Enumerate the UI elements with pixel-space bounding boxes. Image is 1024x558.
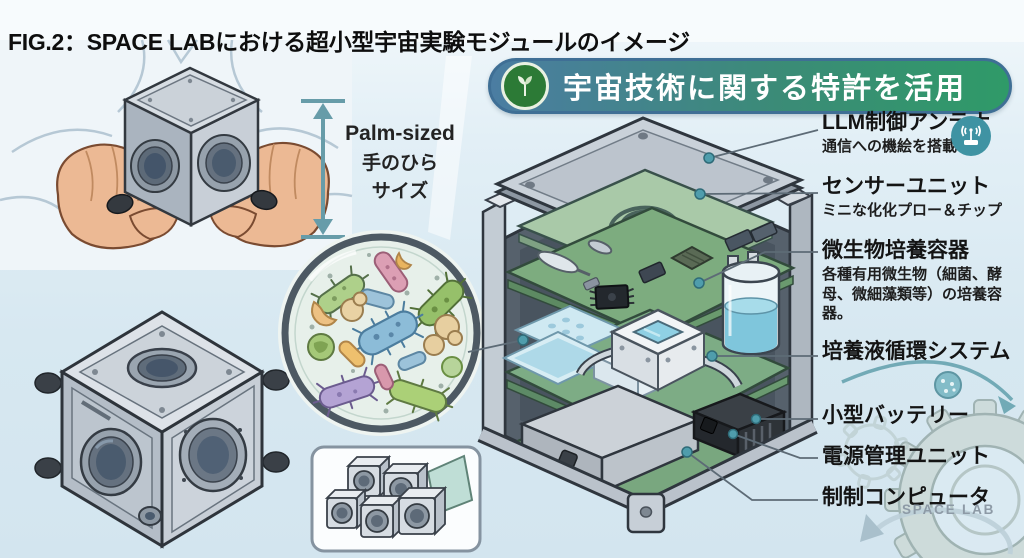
liquid-tank — [721, 251, 781, 356]
callout-subtitle: 各種有用微生物（細菌、酵母、微細藻類等）の培養容器。 — [822, 266, 1003, 323]
module-cutaway — [477, 116, 818, 534]
gear-icon — [835, 399, 1024, 558]
held-cube-module — [106, 66, 278, 228]
callout-circulation-system: 培養液循環システム — [822, 340, 1022, 363]
size-annotation-ja2: サイズ — [371, 181, 429, 202]
microbe-molecule-icon — [934, 371, 962, 399]
callout-llm-antenna: LLM制御アンテナ 通信への機絵を搭載 — [822, 111, 1022, 157]
size-annotation: Palm-sized 手のひら サイズ — [336, 118, 464, 207]
vertical-measure-arrow-icon — [301, 99, 345, 239]
callout-subtitle: ミニな化化プロー＆チップ — [822, 202, 1003, 220]
callout-title: LLM制御アンテナ — [822, 111, 991, 134]
leader-lines — [467, 129, 819, 501]
callout-title: センサーユニット — [822, 175, 990, 198]
size-annotation-en: Palm-sized — [345, 122, 455, 145]
leader-dots — [517, 152, 762, 458]
callout-title: 培養液循環システム — [822, 340, 1011, 363]
patent-badge: 宇宙技術に関する特許を活用 — [488, 58, 1012, 114]
callout-title: 微生物培養容器 — [822, 239, 969, 262]
petri-dish-microbes — [278, 230, 484, 436]
callout-subtitle: 通信への機絵を搭載 — [822, 138, 958, 156]
callout-title: 電源管理ユニット — [822, 445, 990, 468]
callout-culture-vessel: 微生物培養容器 各種有用微生物（細菌、酵母、微細藻類等）の培養容器。 — [822, 239, 1024, 324]
size-annotation-ja1: 手のひら — [361, 152, 438, 174]
title-band — [0, 0, 1024, 42]
flow-arrow-icon — [841, 360, 1016, 414]
culture-machine — [575, 308, 743, 392]
circular-arrows-icon — [860, 507, 1013, 555]
light-streak — [428, 56, 472, 240]
small-gear-icon — [835, 415, 909, 489]
brand-watermark: SPACE LAB — [902, 502, 996, 517]
antenna-router-icon — [951, 116, 991, 156]
cube-module-large — [34, 310, 290, 549]
hands-illustration — [0, 39, 353, 270]
patent-badge-label: 宇宙技術に関する特許を活用 — [563, 73, 967, 105]
callout-power-unit: 電源管理ユニット — [822, 445, 1022, 468]
callout-title: 制制コンピュータ — [822, 486, 990, 509]
figure-title: FIG.2：SPACE LABにおける超小型宇宙実験モジュールのイメージ — [8, 29, 690, 56]
module-base-frame — [477, 418, 818, 534]
cube-stack-panel — [310, 445, 482, 553]
leaf-emblem-logo-icon — [501, 62, 549, 110]
power-unit-box — [690, 392, 788, 458]
callout-onboard-computer: 制制コンピュータ — [822, 486, 1022, 509]
callout-sensor-unit: センサーユニット ミニな化化プロー＆チップ — [822, 175, 1022, 221]
callout-battery: 小型バッテリー — [822, 404, 1022, 427]
callout-title: 小型バッテリー — [822, 404, 969, 427]
